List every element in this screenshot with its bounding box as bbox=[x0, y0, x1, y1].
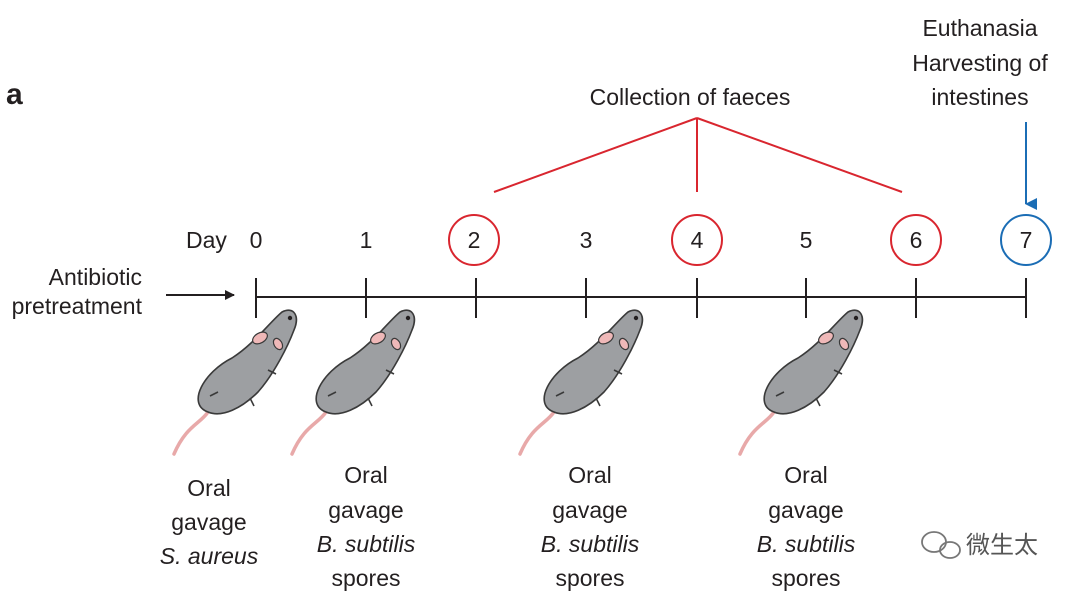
collection-circle bbox=[890, 214, 942, 266]
day-number-collection: 4 bbox=[691, 227, 704, 253]
mouse-illustration bbox=[290, 308, 417, 456]
day-number-collection: 6 bbox=[910, 227, 923, 253]
svg-text:spores: spores bbox=[331, 565, 400, 591]
panel-label: a bbox=[6, 78, 23, 111]
euthanasia-label-line1: Euthanasia bbox=[922, 15, 1037, 41]
svg-text:Oral: Oral bbox=[784, 462, 827, 488]
svg-text:S. aureus: S. aureus bbox=[160, 543, 259, 569]
svg-text:gavage: gavage bbox=[328, 497, 403, 523]
svg-text:gavage: gavage bbox=[768, 497, 843, 523]
day-number: 3 bbox=[580, 227, 593, 253]
svg-text:B. subtilis: B. subtilis bbox=[757, 531, 856, 557]
svg-text:Oral: Oral bbox=[344, 462, 387, 488]
wechat-icon bbox=[921, 531, 961, 559]
pretreatment-label-line1: Antibiotic bbox=[49, 264, 142, 290]
svg-text:B. subtilis: B. subtilis bbox=[541, 531, 640, 557]
svg-text:Oral: Oral bbox=[568, 462, 611, 488]
svg-text:gavage: gavage bbox=[171, 509, 246, 535]
mouse-illustration bbox=[518, 308, 645, 456]
timeline-ticks bbox=[255, 278, 1027, 318]
svg-text:B. subtilis: B. subtilis bbox=[317, 531, 416, 557]
svg-text:spores: spores bbox=[555, 565, 624, 591]
collection-circle bbox=[671, 214, 723, 266]
watermark-text: 微生太 bbox=[966, 532, 1038, 559]
day-number: 0 bbox=[250, 227, 263, 253]
gavage-label-day0: Oral gavage S. aureus bbox=[160, 475, 259, 569]
gavage-label-day5: Oral gavage B. subtilis spores bbox=[757, 462, 856, 591]
day-number-collection: 2 bbox=[468, 227, 481, 253]
euthanasia-label-line3: intestines bbox=[931, 84, 1028, 110]
day-number-euthanasia: 7 bbox=[1020, 227, 1033, 253]
pretreatment-label-line2: pretreatment bbox=[12, 293, 143, 319]
day-number: 1 bbox=[360, 227, 373, 253]
collection-label: Collection of faeces bbox=[590, 84, 791, 110]
watermark: 微生太 bbox=[921, 531, 1038, 559]
mouse-illustration bbox=[172, 308, 299, 456]
euthanasia-circle bbox=[1000, 214, 1052, 266]
collection-connector-lines bbox=[493, 117, 903, 193]
mouse-illustration bbox=[738, 308, 865, 456]
collection-circle bbox=[448, 214, 500, 266]
euthanasia-label-line2: Harvesting of bbox=[912, 50, 1048, 76]
day-number: 5 bbox=[800, 227, 813, 253]
svg-text:spores: spores bbox=[771, 565, 840, 591]
svg-text:gavage: gavage bbox=[552, 497, 627, 523]
gavage-label-day1: Oral gavage B. subtilis spores bbox=[317, 462, 416, 591]
svg-text:Oral: Oral bbox=[187, 475, 230, 501]
gavage-label-day3: Oral gavage B. subtilis spores bbox=[541, 462, 640, 591]
day-label: Day bbox=[186, 227, 227, 253]
